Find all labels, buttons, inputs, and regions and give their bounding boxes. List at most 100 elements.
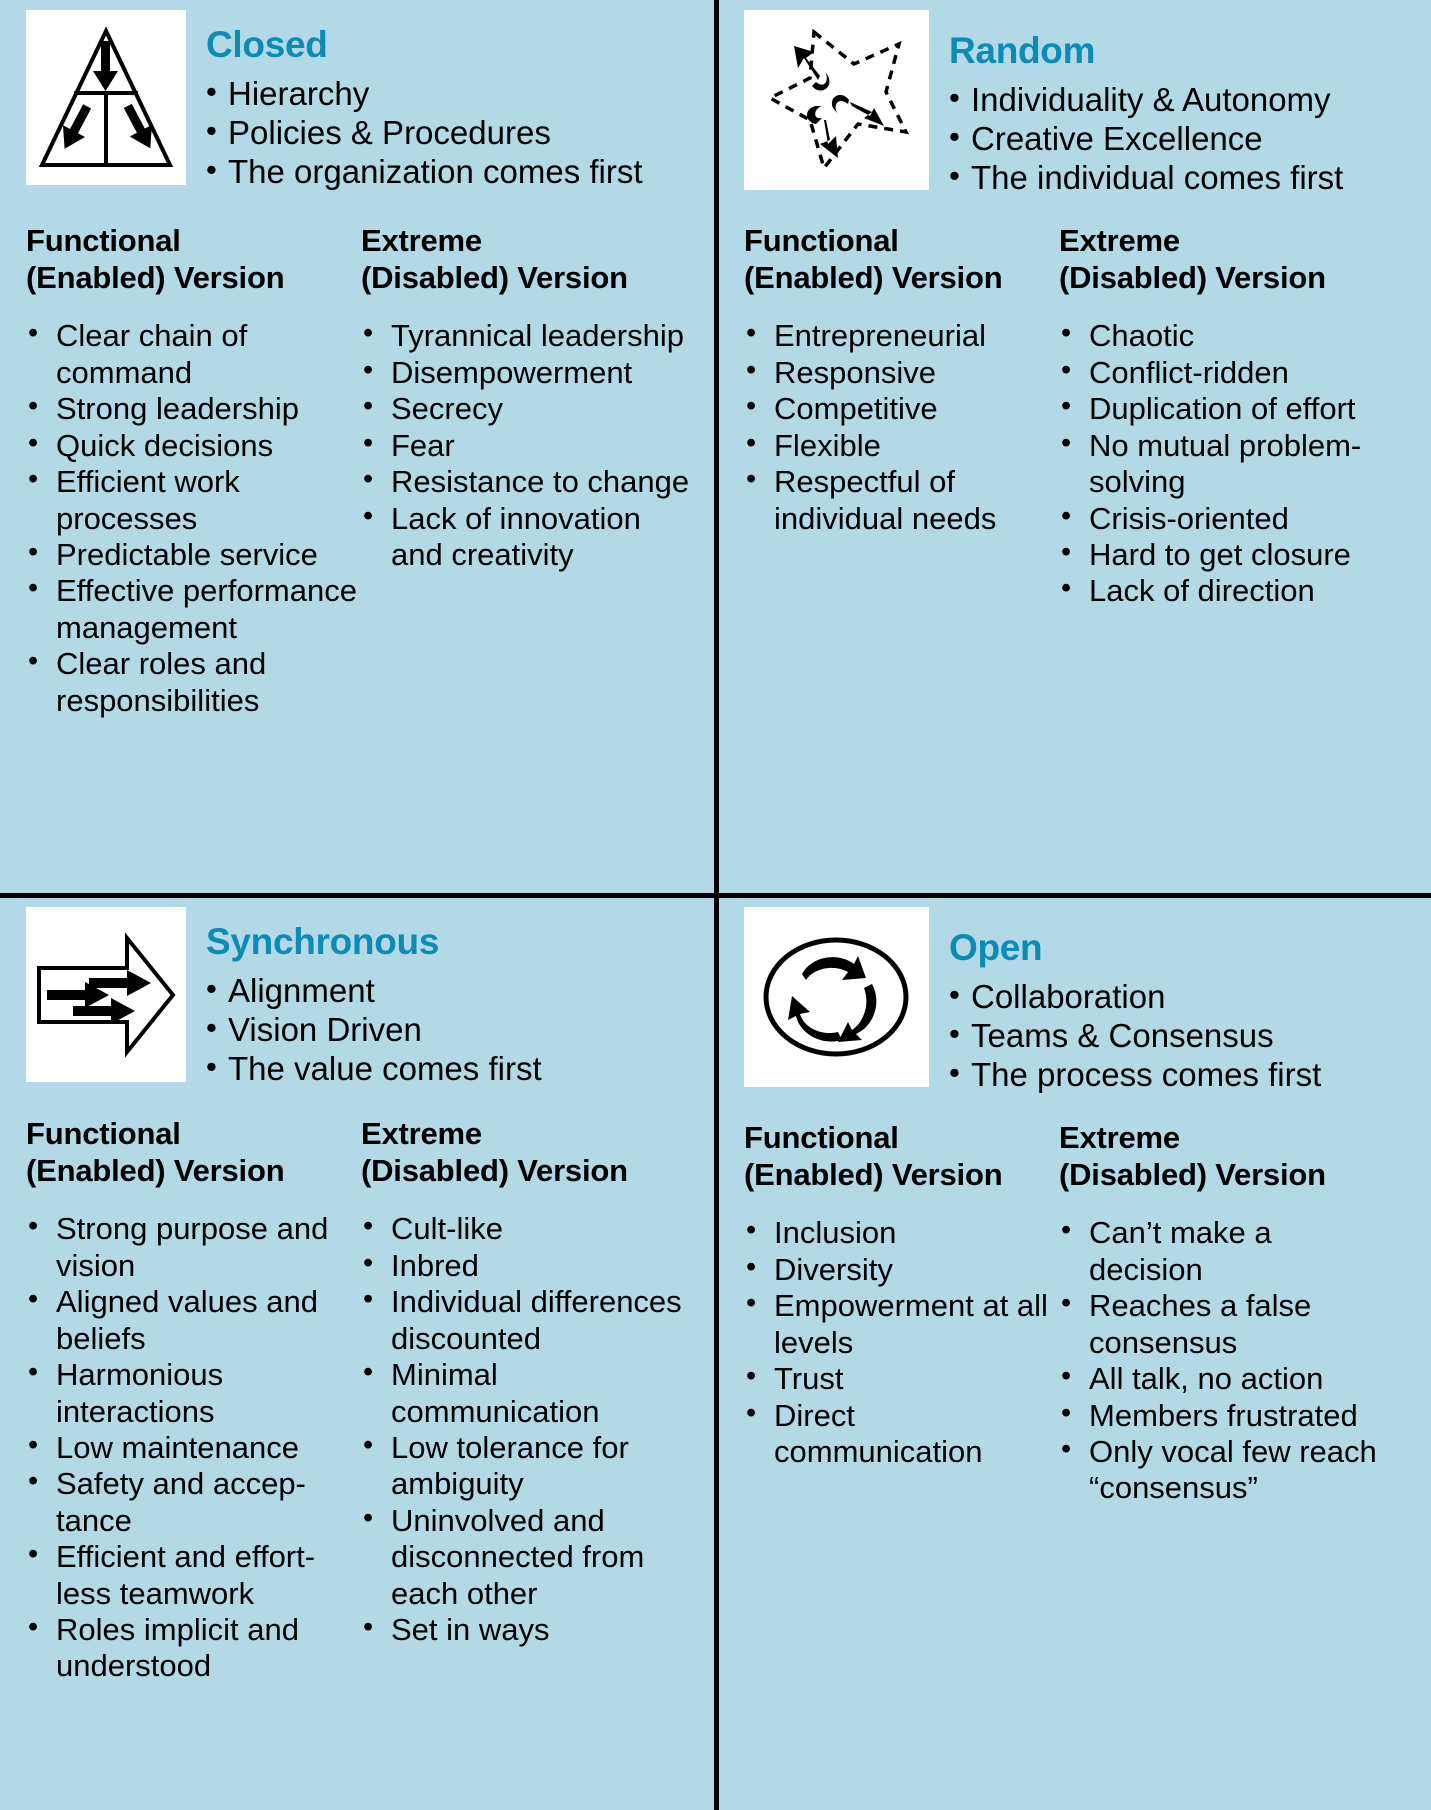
list-item: Strong purpose and vision [26,1209,361,1284]
list-item: Effective performance management [26,571,361,646]
dashed-star-arrows-icon [744,10,929,190]
functional-list: Inclusion Diversity Empowerment at all l… [744,1213,1059,1471]
extreme-heading-line1: Extreme [1059,1119,1180,1155]
list-item: Individual differences discounted [361,1282,691,1357]
list-item: Efficient work processes [26,462,361,537]
extreme-column: Extreme (Disabled) Version Cult-like Inb… [361,1116,691,1685]
list-item: Trust [744,1359,1059,1397]
circular-arrows-oval-icon [744,907,929,1087]
list-item: Lack of innovation and creativity [361,499,691,574]
list-item: Fear [361,426,691,464]
list-item: Crisis-oriented [1059,498,1389,537]
functional-list: Clear chain of command Strong leadership… [26,316,361,719]
list-item: All talk, no action [1059,1359,1389,1397]
tagline-item: The individual comes first [949,158,1413,197]
extreme-heading-line2: (Disabled) Version [361,1152,628,1188]
functional-list: Strong purpose and vision Aligned values… [26,1209,361,1685]
tagline-item: Hierarchy [206,74,698,113]
list-item: Harmonious interactions [26,1355,361,1430]
functional-heading: Functional (Enabled) Version [26,223,361,297]
list-item: Clear roles and responsibilities [26,644,361,719]
big-arrow-aligned-icon [26,907,186,1082]
list-item: Uninvolved and disconnected from each ot… [361,1501,691,1612]
extreme-heading-line2: (Disabled) Version [361,259,628,295]
list-item: Lack of direction [1059,571,1389,609]
list-item: Inbred [361,1246,691,1284]
extreme-heading-line1: Extreme [361,222,482,258]
quadrant-tagline-list: Hierarchy Policies & Procedures The orga… [206,74,698,192]
quadrant-tagline-list: Alignment Vision Driven The value comes … [206,971,698,1089]
list-item: Clear chain of command [26,316,361,391]
quadrant-tagline-list: Individuality & Autonomy Creative Excell… [949,80,1413,198]
quadrant-header: Open Collaboration Teams & Consensus The… [744,907,1413,1096]
extreme-heading-line1: Extreme [361,1115,482,1151]
functional-heading-line2: (Enabled) Version [26,259,285,295]
list-item: Minimal communication [361,1355,691,1430]
list-item: Entrepreneurial [744,316,1059,354]
tagline-item: Creative Excellence [949,119,1413,158]
tagline-item: Collaboration [949,977,1413,1016]
tagline-item: The organization comes first [206,152,698,191]
extreme-column: Extreme (Disabled) Version Can’t make a … [1059,1120,1389,1507]
list-item: Chaotic [1059,316,1389,354]
extreme-heading-line2: (Disabled) Version [1059,259,1326,295]
functional-column: Functional (Enabled) Version Strong purp… [26,1116,361,1685]
quadrant-random: Random Individuality & Autonomy Creative… [716,0,1431,897]
functional-heading-line1: Functional [26,222,181,258]
list-item: Respectful of individual needs [744,462,1059,537]
hierarchy-triangle-icon [26,10,186,185]
quadrant-header-text: Open Collaboration Teams & Consensus The… [949,907,1413,1096]
quadrant-tagline-list: Collaboration Teams & Consensus The proc… [949,977,1413,1095]
list-item: Responsive [744,353,1059,391]
functional-heading-line1: Functional [26,1115,181,1151]
list-item: No mutual problem-solving [1059,426,1389,501]
list-item: Disempowerment [361,353,691,391]
list-item: Roles implicit and understood [26,1610,361,1685]
list-item: Quick decisions [26,426,361,464]
extreme-heading: Extreme (Disabled) Version [361,223,691,297]
tagline-item: The process comes first [949,1055,1413,1094]
list-item: Safety and accep-tance [26,1464,361,1539]
functional-list: Entrepreneurial Responsive Competitive F… [744,316,1059,537]
extreme-list: Tyrannical leadership Disempowerment Sec… [361,316,691,574]
list-item: Efficient and effort-less teamwork [26,1537,361,1612]
version-columns: Functional (Enabled) Version Inclusion D… [744,1120,1413,1507]
quadrant-header-text: Random Individuality & Autonomy Creative… [949,10,1413,199]
tagline-item: The value comes first [206,1049,698,1088]
list-item: Reaches a false consensus [1059,1286,1389,1361]
quadrant-header-text: Closed Hierarchy Policies & Procedures T… [206,10,698,193]
list-item: Secrecy [361,389,691,427]
functional-heading-line1: Functional [744,222,899,258]
list-item: Flexible [744,426,1059,464]
version-columns: Functional (Enabled) Version Entrepreneu… [744,223,1413,610]
tagline-item: Alignment [206,971,698,1010]
quadrant-closed: Closed Hierarchy Policies & Procedures T… [0,0,716,897]
tagline-item: Teams & Consensus [949,1016,1413,1055]
functional-heading-line2: (Enabled) Version [744,1156,1003,1192]
quadrant-title: Open [949,927,1043,968]
tagline-item: Individuality & Autonomy [949,80,1413,119]
version-columns: Functional (Enabled) Version Strong purp… [26,1116,698,1685]
quadrant-synchronous: Synchronous Alignment Vision Driven The … [0,897,716,1810]
extreme-heading: Extreme (Disabled) Version [1059,223,1389,297]
quadrant-header: Closed Hierarchy Policies & Procedures T… [26,10,698,193]
list-item: Low maintenance [26,1428,361,1466]
list-item: Duplication of effort [1059,389,1389,427]
list-item: Direct communication [744,1396,1059,1471]
extreme-heading-line1: Extreme [1059,222,1180,258]
extreme-list: Chaotic Conflict-ridden Duplication of e… [1059,316,1389,609]
extreme-heading: Extreme (Disabled) Version [1059,1120,1389,1194]
extreme-list: Cult-like Inbred Individual differences … [361,1209,691,1648]
quadrant-header-text: Synchronous Alignment Vision Driven The … [206,907,698,1090]
list-item: Cult-like [361,1209,691,1247]
list-item: Predictable service [26,535,361,573]
list-item: Strong leadership [26,389,361,427]
list-item: Members frustrated [1059,1395,1389,1434]
horizontal-divider [0,893,1431,898]
extreme-list: Can’t make a decision Reaches a false co… [1059,1213,1389,1506]
list-item: Low tolerance for ambiguity [361,1428,691,1503]
functional-column: Functional (Enabled) Version Clear chain… [26,223,361,719]
functional-column: Functional (Enabled) Version Entrepreneu… [744,223,1059,610]
